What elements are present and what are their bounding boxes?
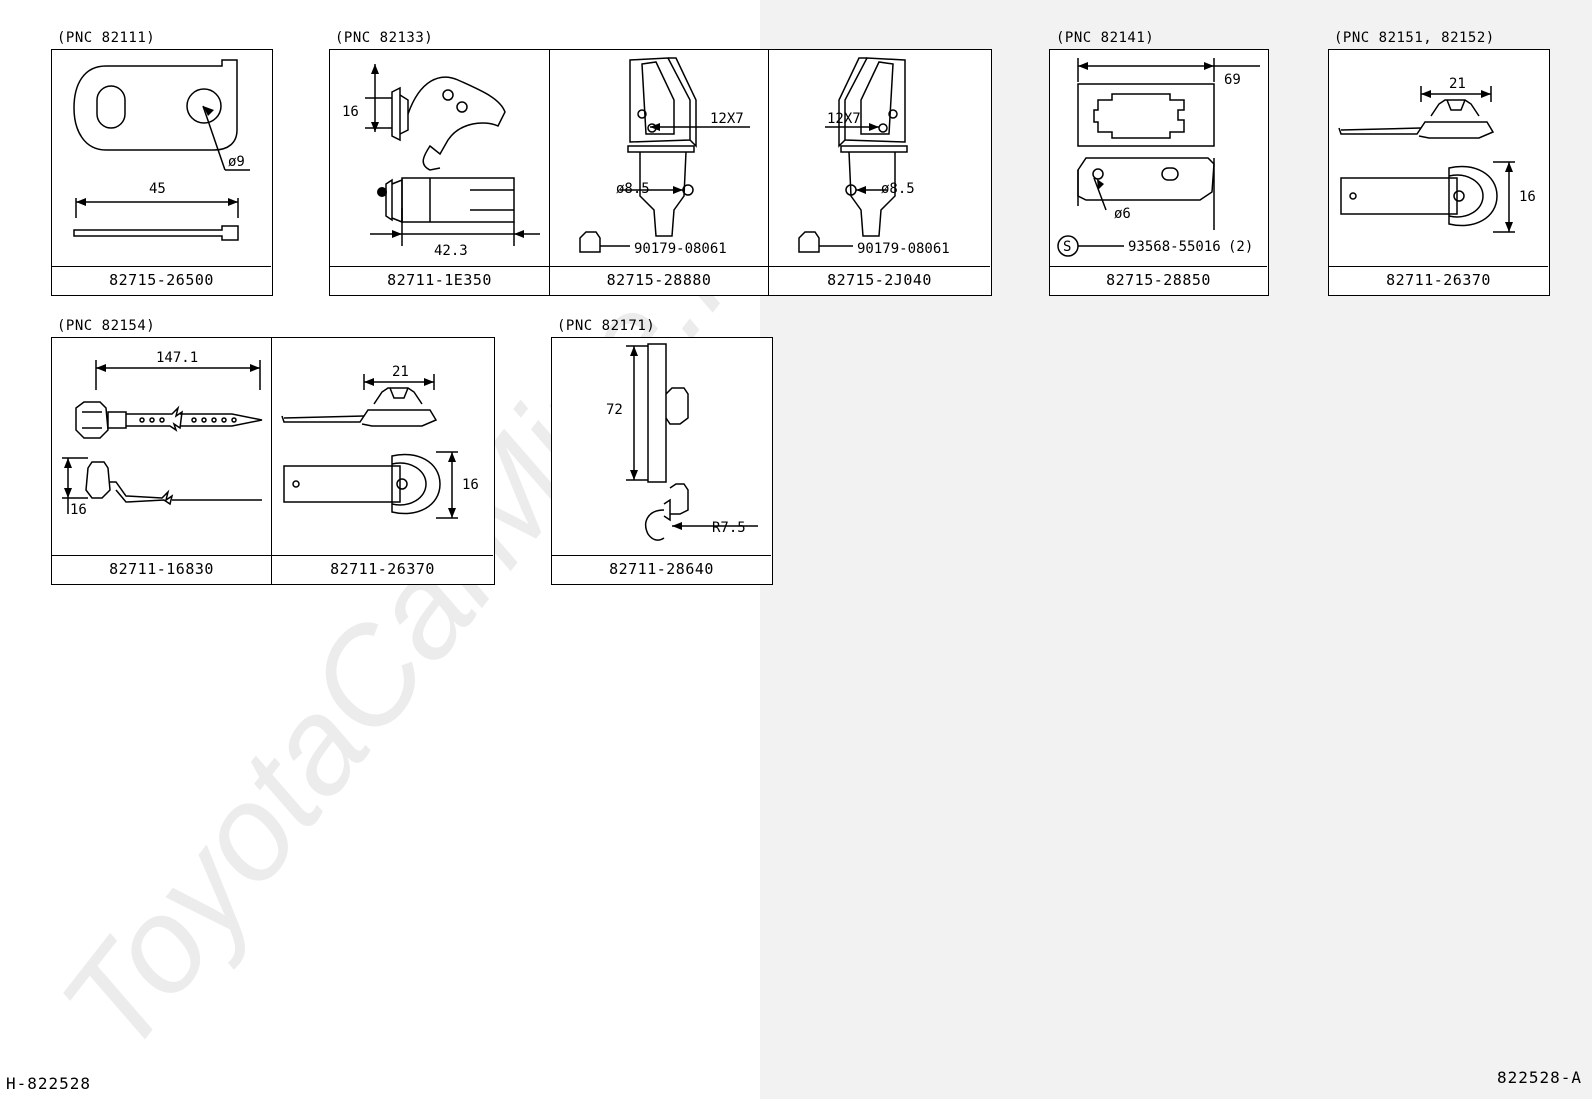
part-number: 82711-16830: [52, 555, 271, 584]
part-cell-82711-26370[interactable]: 21 16 82711-26370: [271, 338, 493, 584]
pnc-label-82141: (PNC 82141): [1056, 30, 1155, 46]
pnc-label-82154: (PNC 82154): [57, 318, 156, 334]
parts-box-82151-82152: 21 16 82711-26370: [1328, 49, 1550, 296]
diagram-code-right: 822528-A: [1496, 1068, 1582, 1087]
bracket-drawing: [579, 57, 750, 253]
pnc-label-82151-82152: (PNC 82151, 82152): [1334, 30, 1495, 46]
clip-drawing: [626, 343, 758, 541]
part-number: 82715-2J040: [769, 266, 990, 295]
diagram-code-left: H-822528: [6, 1074, 92, 1093]
parts-box-82154: 147.1 16 82711-16830: [51, 337, 495, 585]
clip-drawing: [365, 64, 540, 246]
clip-drawing: [1338, 86, 1515, 233]
part-cell-82715-28880[interactable]: 12X7 ø8.5 90179-08061 82715-28880: [549, 50, 768, 295]
part-number: 82711-28640: [552, 555, 771, 584]
parts-box-82171: 72 R7.5 82711-28640: [551, 337, 773, 585]
part-cell-82715-2J040[interactable]: 12X7 ø8.5 90179-08061 82715-2J040: [768, 50, 990, 295]
clip-drawing: [281, 374, 458, 519]
part-number: 82711-26370: [272, 555, 493, 584]
parts-box-82141: 69 ø6 S 93568-55016 (2) 82715-28850: [1049, 49, 1269, 296]
part-number: 82715-28880: [550, 266, 768, 295]
bracket-drawing: [798, 57, 908, 253]
part-number: 82711-26370: [1329, 266, 1548, 295]
bracket-drawing: [73, 59, 250, 241]
pnc-label-82133: (PNC 82133): [335, 30, 434, 46]
part-number: 82715-26500: [52, 266, 271, 295]
tie-drawing: [62, 360, 263, 514]
part-cell-82715-26500[interactable]: ø9 45 82715-26500: [52, 50, 271, 295]
part-cell-82711-16830[interactable]: 147.1 16 82711-16830: [52, 338, 271, 584]
part-number: 82715-28850: [1050, 266, 1267, 295]
part-cell-82715-28850[interactable]: 69 ø6 S 93568-55016 (2) 82715-28850: [1050, 50, 1267, 295]
part-number: 82711-1E350: [330, 266, 549, 295]
parts-box-82133: 16 42.3 82711-1E350 12X7: [329, 49, 992, 296]
pnc-label-82171: (PNC 82171): [557, 318, 656, 334]
parts-box-82111: ø9 45 82715-26500: [51, 49, 273, 296]
part-cell-82711-26370[interactable]: 21 16 82711-26370: [1329, 50, 1548, 295]
pnc-label-82111: (PNC 82111): [57, 30, 156, 46]
bracket-drawing: [1057, 58, 1260, 257]
part-cell-82711-28640[interactable]: 72 R7.5 82711-28640: [552, 338, 771, 584]
part-cell-82711-1E350[interactable]: 16 42.3 82711-1E350: [330, 50, 549, 295]
